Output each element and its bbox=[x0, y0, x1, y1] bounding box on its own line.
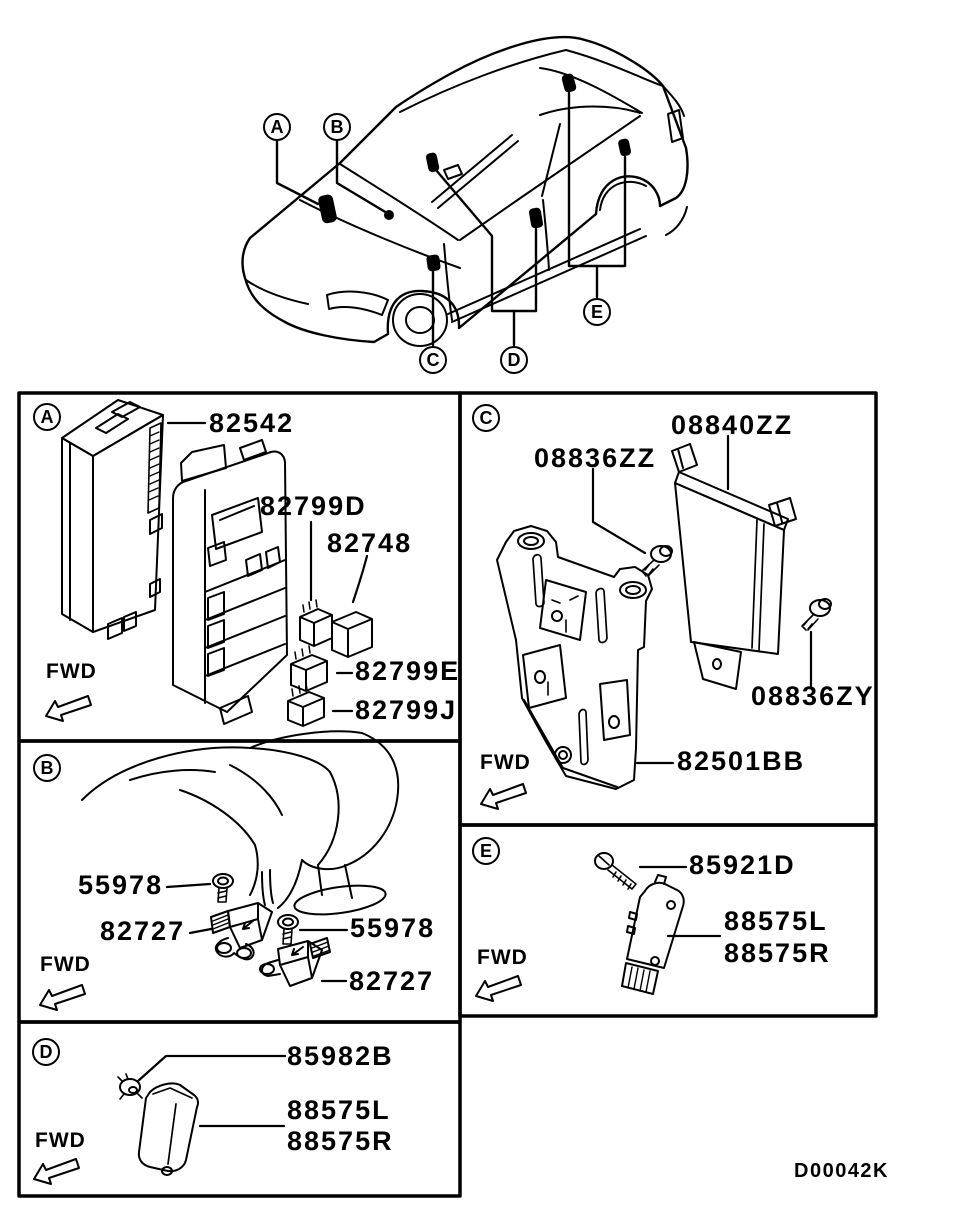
car-location-markers bbox=[318, 73, 631, 272]
panel-e-badge: E bbox=[472, 837, 500, 865]
car-callout-c-label: C bbox=[426, 350, 440, 370]
panel-a-fwd-label: FWD bbox=[46, 660, 97, 683]
panel-d-fwd-label: FWD bbox=[35, 1129, 86, 1152]
car-callout-lines bbox=[275, 91, 627, 347]
part-label-82727-right: 82727 bbox=[349, 966, 435, 996]
car-callout-e: E bbox=[583, 298, 611, 326]
panel-b-badge-label: B bbox=[40, 758, 54, 778]
panel-e-fwd-label: FWD bbox=[477, 946, 528, 969]
part-label-08840zz: 08840ZZ bbox=[671, 410, 794, 440]
car-callout-b-label: B bbox=[330, 117, 344, 137]
car-callout-d: D bbox=[500, 346, 528, 374]
diagram-code: D00042K bbox=[794, 1160, 890, 1182]
part-label-88575r-e: 88575R bbox=[724, 938, 831, 968]
panel-a-illustration bbox=[61, 399, 373, 727]
panel-e-illustration bbox=[594, 852, 722, 995]
part-label-82799j: 82799J bbox=[355, 695, 458, 725]
panel-c-illustration bbox=[496, 434, 832, 790]
panel-b-fwd-label: FWD bbox=[40, 953, 91, 976]
part-label-82501bb: 82501BB bbox=[677, 746, 806, 776]
panel-a-badge: A bbox=[33, 403, 61, 431]
car-callout-c: C bbox=[419, 346, 447, 374]
panel-c-fwd-label: FWD bbox=[480, 751, 531, 774]
car-callout-a: A bbox=[263, 113, 291, 141]
part-label-08836zz: 08836ZZ bbox=[534, 443, 657, 473]
panel-d-illustration bbox=[117, 1054, 287, 1176]
part-label-82799d: 82799D bbox=[260, 491, 367, 521]
car-callout-b: B bbox=[323, 113, 351, 141]
panel-d-badge-label: D bbox=[39, 1042, 53, 1062]
panel-c-badge: C bbox=[472, 404, 500, 432]
fwd-arrows bbox=[33, 695, 527, 1185]
part-label-82727-left: 82727 bbox=[100, 916, 186, 946]
panel-a-badge-label: A bbox=[40, 407, 54, 427]
panel-b-illustration bbox=[81, 730, 400, 987]
part-label-85921d: 85921D bbox=[689, 850, 796, 880]
part-label-85982b: 85982B bbox=[287, 1041, 394, 1071]
part-label-82748: 82748 bbox=[327, 528, 413, 558]
car-illustration bbox=[241, 36, 689, 347]
car-callout-a-label: A bbox=[270, 117, 284, 137]
car-callout-d-label: D bbox=[507, 350, 521, 370]
part-label-88575r-d: 88575R bbox=[287, 1126, 394, 1156]
panel-d-badge: D bbox=[32, 1038, 60, 1066]
part-label-82799e: 82799E bbox=[355, 656, 461, 686]
panel-c-badge-label: C bbox=[479, 408, 493, 428]
panel-e-badge-label: E bbox=[479, 841, 492, 861]
part-label-55978-left: 55978 bbox=[78, 870, 164, 900]
panel-b-badge: B bbox=[33, 754, 61, 782]
part-label-08836zy: 08836ZY bbox=[751, 681, 875, 711]
panel-borders bbox=[17, 391, 878, 1198]
part-label-88575l-e: 88575L bbox=[724, 906, 828, 936]
part-label-55978-right: 55978 bbox=[350, 913, 436, 943]
part-label-88575l-d: 88575L bbox=[287, 1095, 391, 1125]
car-callout-e-label: E bbox=[590, 302, 603, 322]
part-label-82542: 82542 bbox=[209, 408, 295, 438]
